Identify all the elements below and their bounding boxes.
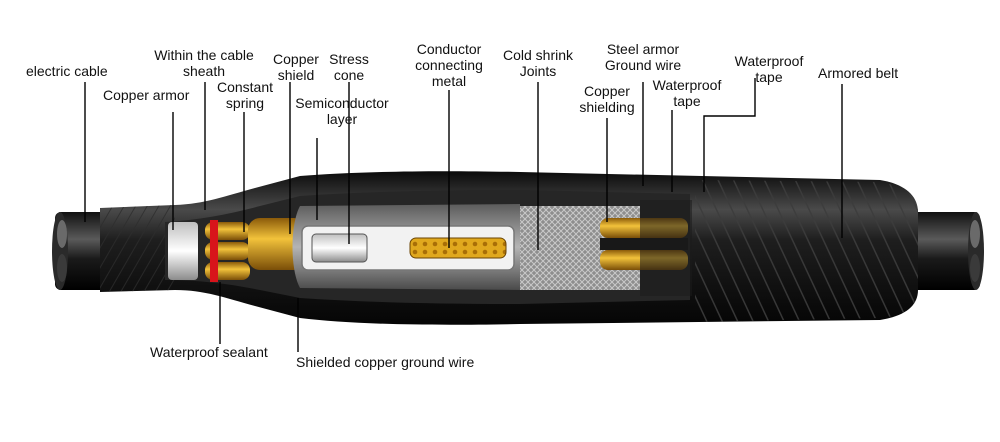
label-copper-armor: Copper armor (103, 87, 190, 103)
leader-lines (84, 78, 843, 352)
label-cold-shrink-joints: Cold shrink Joints (502, 47, 574, 79)
label-waterproof-tape-outer: Waterproof tape (734, 53, 804, 85)
label-conductor-connecting-metal: Conductor connecting metal (415, 41, 483, 89)
label-copper-shielding: Copper shielding (579, 83, 635, 115)
label-waterproof-sealant: Waterproof sealant (150, 344, 268, 360)
label-within-cable-sheath: Within the cable sheath (154, 47, 254, 79)
label-copper-shield: Copper shield (273, 51, 319, 83)
label-armored-belt: Armored belt (818, 65, 899, 81)
label-electric-cable: electric cable (26, 63, 108, 79)
label-constant-spring: Constant spring (216, 79, 274, 111)
cutaway-interior (165, 190, 692, 304)
label-shielded-copper-ground-wire: Shielded copper ground wire (296, 354, 475, 370)
label-semiconductor-layer: Semiconductor layer (295, 95, 389, 127)
armored-belt-wrap (695, 180, 918, 322)
label-stress-cone: Stress cone (329, 51, 369, 83)
left-wrap-texture (100, 205, 175, 292)
label-steel-armor-ground-wire: Steel armor Ground wire (604, 41, 682, 73)
label-waterproof-tape-inner: Waterproof tape (652, 77, 722, 109)
